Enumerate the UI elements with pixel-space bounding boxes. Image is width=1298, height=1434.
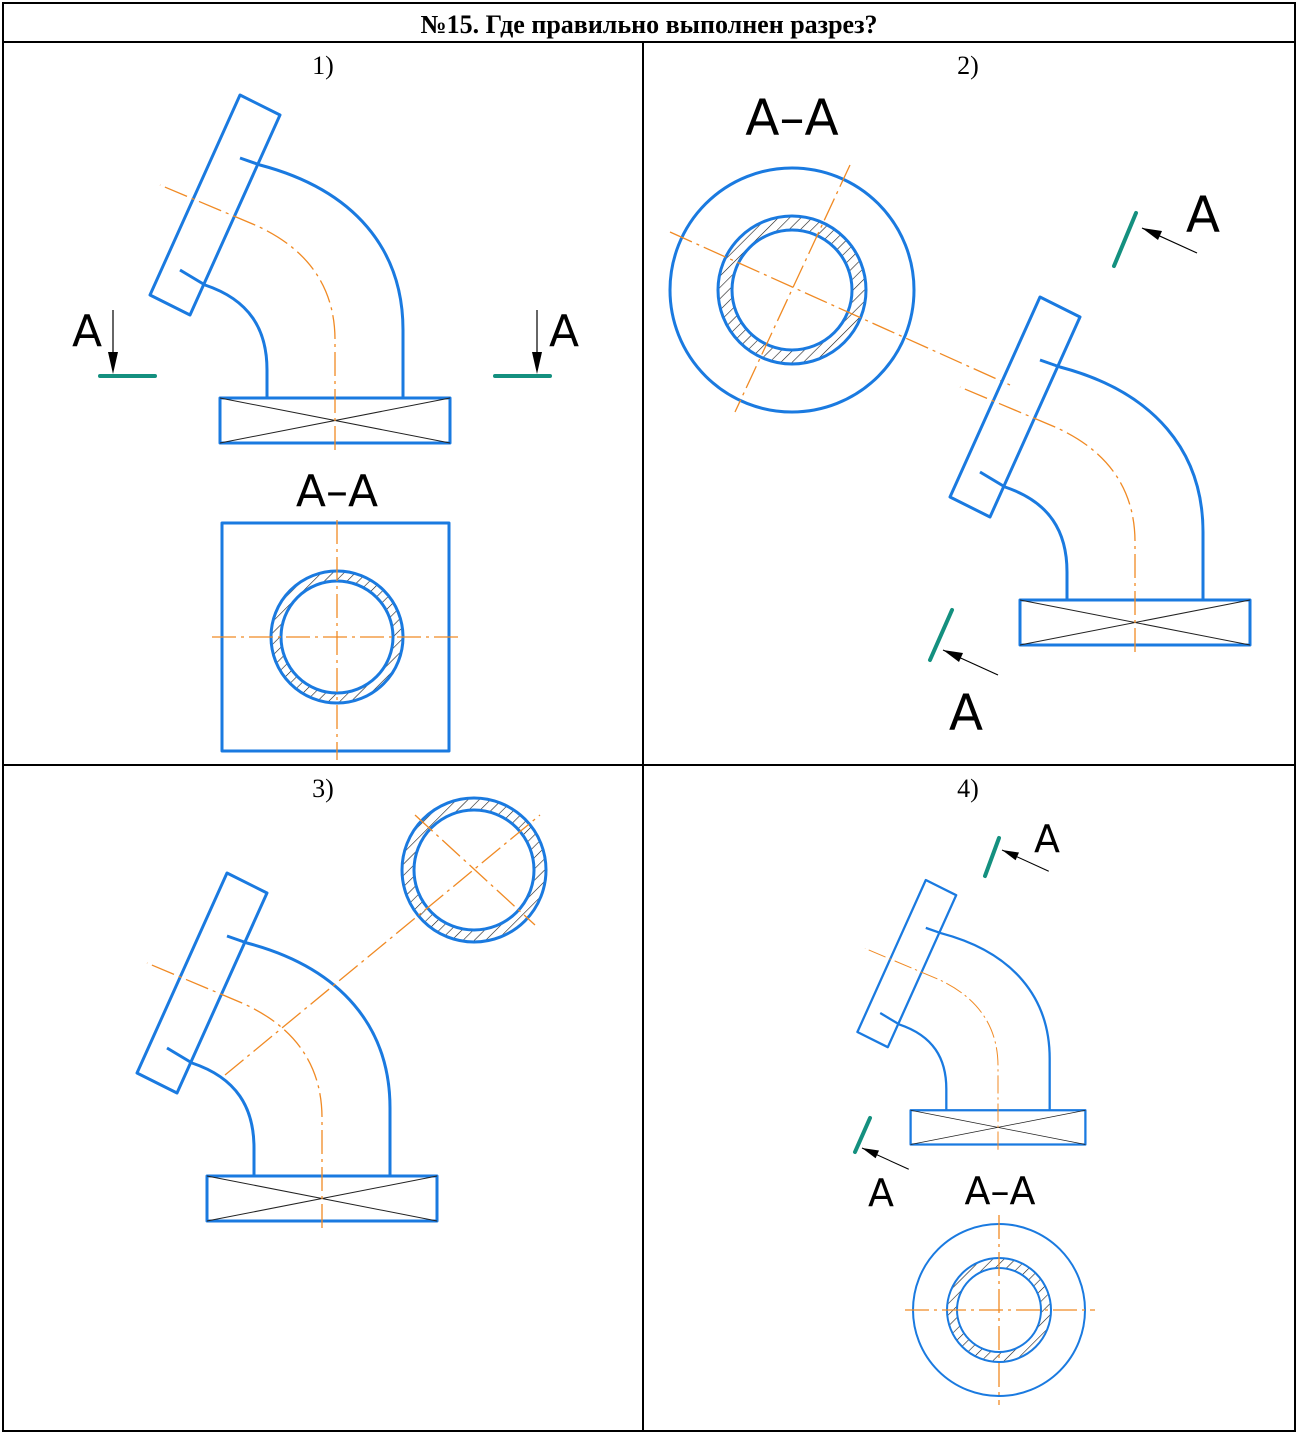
section-view-1: [212, 520, 462, 760]
option-4[interactable]: 4) A A A–A: [853, 774, 1095, 1405]
option-1[interactable]: 1) A A A–A: [72, 51, 579, 760]
option-2[interactable]: 2) A–A A A: [668, 51, 1252, 742]
section-view-3: [224, 796, 548, 1076]
option-4-number: 4): [957, 774, 979, 803]
cut-mark-bottom-4: A: [853, 1116, 910, 1215]
elbow-view-1: [148, 93, 452, 452]
cut-mark-top-4: A: [983, 817, 1060, 878]
question-title: №15. Где правильно выполнен разрез?: [420, 10, 877, 39]
elbow-view-3: [135, 871, 439, 1230]
cut-mark-right-1: A: [493, 306, 579, 378]
section-label-1: A–A: [296, 466, 378, 517]
cut-mark-left-1: A: [72, 306, 157, 378]
option-3-number: 3): [312, 774, 334, 803]
cut-label-top-4: A: [1034, 817, 1060, 861]
elbow-view-2: [948, 295, 1252, 654]
cut-mark-bottom-2: A: [928, 608, 999, 742]
section-view-2: [668, 164, 1011, 414]
option-2-number: 2): [957, 51, 979, 80]
cut-label-bottom-4: A: [868, 1171, 894, 1215]
cut-label-left-1: A: [72, 306, 102, 357]
cut-label-top-2: A: [1186, 186, 1220, 244]
cut-label-right-1: A: [549, 306, 579, 357]
option-1-number: 1): [312, 51, 334, 80]
cut-label-bottom-2: A: [949, 684, 983, 742]
cut-mark-top-2: A: [1112, 186, 1220, 268]
section-view-4: [905, 1215, 1095, 1405]
section-label-2: A–A: [745, 89, 838, 147]
elbow-view-4: [856, 878, 1087, 1151]
option-3[interactable]: 3): [135, 774, 548, 1230]
section-label-4: A–A: [965, 1169, 1036, 1213]
